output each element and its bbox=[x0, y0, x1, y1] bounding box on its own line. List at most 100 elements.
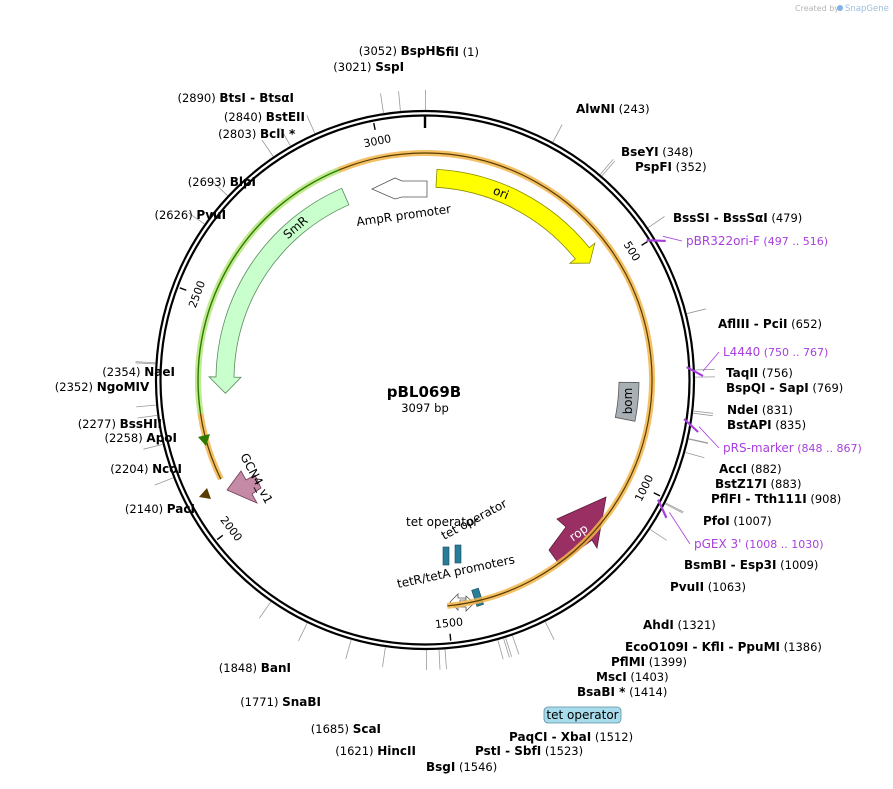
site-label-bsabi[interactable]: BsaBI * (1414) bbox=[577, 685, 667, 699]
site-label-apoi[interactable]: (2258) ApoI bbox=[105, 431, 178, 445]
site-label-msci[interactable]: MscI (1403) bbox=[596, 670, 669, 684]
site-label-hincii[interactable]: (1621) HincII bbox=[335, 744, 416, 758]
tick-mark bbox=[450, 634, 451, 641]
tick-label: 2500 bbox=[186, 279, 208, 310]
site-label-bsshii[interactable]: (2277) BssHII bbox=[78, 417, 162, 431]
site-label-bsmbi[interactable]: BsmBI - Esp3I (1009) bbox=[684, 558, 818, 572]
site-label-ngomiv[interactable]: (2352) NgoMIV bbox=[55, 380, 150, 394]
primer-label-pbr322ori-f[interactable]: pBR322ori-F (497 .. 516) bbox=[686, 234, 828, 248]
site-label-bstz17i[interactable]: BstZ17I (883) bbox=[715, 477, 801, 491]
site-label-bstapi[interactable]: BstAPI (835) bbox=[727, 418, 806, 432]
leader-bsshii bbox=[136, 405, 156, 407]
leader-ncoi bbox=[143, 444, 162, 449]
tick-label: 1000 bbox=[632, 473, 656, 504]
bom-label: bom bbox=[621, 388, 635, 415]
primer-leader-l4440 bbox=[703, 352, 719, 371]
site-label-bsphi[interactable]: (3052) BspHI bbox=[359, 44, 440, 58]
primer-label-l4440[interactable]: L4440 (750 .. 767) bbox=[723, 345, 828, 359]
tet-operator-tag-label: tet operator bbox=[546, 708, 618, 722]
site-label-btsi[interactable]: (2890) BtsI - BtsαI bbox=[178, 91, 294, 105]
primer-mark-pbr322ori-f[interactable] bbox=[647, 240, 666, 241]
leader-ahdi bbox=[545, 622, 554, 640]
tick-mark bbox=[217, 535, 223, 539]
leader-hincii bbox=[383, 647, 386, 667]
site-label-acci[interactable]: AccI (882) bbox=[719, 462, 782, 476]
leader-bcli bbox=[262, 140, 273, 157]
site-label-pspfi[interactable]: PspFI (352) bbox=[635, 160, 707, 174]
site-label-blpi[interactable]: (2693) BlpI bbox=[188, 175, 256, 189]
leader-btsi bbox=[307, 115, 315, 133]
site-label-sspi[interactable]: (3021) SspI bbox=[333, 60, 404, 74]
tet-operator-block-2[interactable] bbox=[455, 545, 461, 563]
site-label-paci[interactable]: (2140) PacI bbox=[125, 502, 195, 516]
site-label-afliii[interactable]: AflIII - PciI (652) bbox=[718, 317, 822, 331]
tet-operator-block-1[interactable] bbox=[443, 547, 449, 565]
site-label-ahdi[interactable]: AhdI (1321) bbox=[643, 618, 716, 632]
primer-label-pgex-3[interactable]: pGEX 3' (1008 .. 1030) bbox=[694, 537, 824, 551]
site-label-pflmi[interactable]: PflMI (1399) bbox=[611, 655, 687, 669]
site-label-pvui[interactable]: (2626) PvuI bbox=[155, 208, 227, 222]
credit-brand: SnapGene bbox=[845, 4, 889, 14]
leader-pfoi bbox=[666, 503, 684, 512]
primer-leader-pgex-3 bbox=[669, 512, 690, 544]
leader-sspi bbox=[381, 93, 384, 113]
credit-text: Created by bbox=[795, 4, 839, 13]
site-label-snabi[interactable]: (1771) SnaBI bbox=[240, 695, 321, 709]
leader-paci bbox=[155, 478, 174, 485]
leader-afliii bbox=[687, 309, 706, 314]
tick-label: 1500 bbox=[434, 615, 463, 631]
leader-bsabi bbox=[498, 640, 503, 659]
site-label-bsgi[interactable]: BsgI (1546) bbox=[426, 760, 497, 774]
leader-bstz17i bbox=[689, 439, 709, 443]
leader-bsmbi bbox=[665, 504, 683, 513]
leader-psti bbox=[439, 650, 440, 670]
site-label-scai[interactable]: (1685) ScaI bbox=[311, 722, 381, 736]
site-label-alwni[interactable]: AlwNI (243) bbox=[576, 102, 650, 116]
primer-leader-pbr322ori-f bbox=[663, 236, 682, 241]
tick-label: 500 bbox=[621, 239, 643, 264]
primer-label-prs-marker[interactable]: pRS-marker (848 .. 867) bbox=[723, 441, 862, 455]
smr-feature-arrow[interactable] bbox=[209, 188, 349, 393]
site-label-bcli[interactable]: (2803) BclI * bbox=[218, 127, 296, 141]
leader-pspfi bbox=[602, 161, 615, 176]
orange-arc-arrowhead bbox=[199, 488, 211, 499]
site-label-bseyi[interactable]: BseYI (348) bbox=[621, 145, 693, 159]
site-label-bani[interactable]: (1848) BanI bbox=[219, 661, 291, 675]
leader-acci bbox=[689, 439, 709, 443]
site-label-psti[interactable]: PstI - SbfI (1523) bbox=[475, 744, 583, 758]
leader-bseyi bbox=[600, 159, 613, 174]
site-label-sfii[interactable]: SfiI (1) bbox=[437, 45, 479, 59]
site-label-pvuii[interactable]: PvuII (1063) bbox=[670, 580, 746, 594]
leader-scai bbox=[346, 640, 352, 659]
tick-mark bbox=[374, 123, 375, 130]
site-label-ncoi[interactable]: (2204) NcoI bbox=[110, 462, 182, 476]
site-label-taqii[interactable]: TaqII (756) bbox=[726, 366, 793, 380]
leader-paqci bbox=[445, 649, 447, 669]
site-label-bsteii[interactable]: (2840) BstEII bbox=[224, 110, 305, 124]
ori-feature-arrow[interactable] bbox=[436, 169, 595, 263]
site-label-paqci[interactable]: PaqCI - XbaI (1512) bbox=[509, 730, 633, 744]
ampr-promoter-arrow[interactable] bbox=[372, 178, 427, 199]
leader-snabi bbox=[299, 623, 308, 641]
tick-label: 2000 bbox=[217, 514, 244, 544]
site-label-bspqi[interactable]: BspQI - SapI (769) bbox=[726, 381, 843, 395]
plasmid-size: 3097 bp bbox=[401, 401, 449, 415]
site-label-naei[interactable]: (2354) NaeI bbox=[102, 365, 175, 379]
site-label-ecoo109i[interactable]: EcoO109I - KflI - PpuMI (1386) bbox=[625, 640, 822, 654]
snapgene-logo-icon bbox=[837, 5, 843, 11]
site-label-pfoi[interactable]: PfoI (1007) bbox=[703, 514, 772, 528]
plasmid-name: pBL069B bbox=[387, 383, 461, 401]
ampr-promoter-label: AmpR promoter bbox=[355, 202, 451, 229]
site-label-pflfi[interactable]: PflFI - Tth111I (908) bbox=[711, 492, 841, 506]
site-label-bsssi[interactable]: BssSI - BssSαI (479) bbox=[673, 211, 802, 225]
tick-mark bbox=[654, 493, 660, 496]
site-label-ndei[interactable]: NdeI (831) bbox=[727, 403, 793, 417]
leader-bstapi bbox=[693, 413, 713, 416]
primer-leader-prs-marker bbox=[699, 427, 719, 448]
leader-ndei bbox=[693, 411, 713, 413]
leader-pvuii bbox=[650, 529, 667, 540]
leader-ecoo109i bbox=[512, 636, 519, 655]
tick-mark bbox=[180, 288, 187, 290]
tick-label: 3000 bbox=[362, 132, 392, 150]
